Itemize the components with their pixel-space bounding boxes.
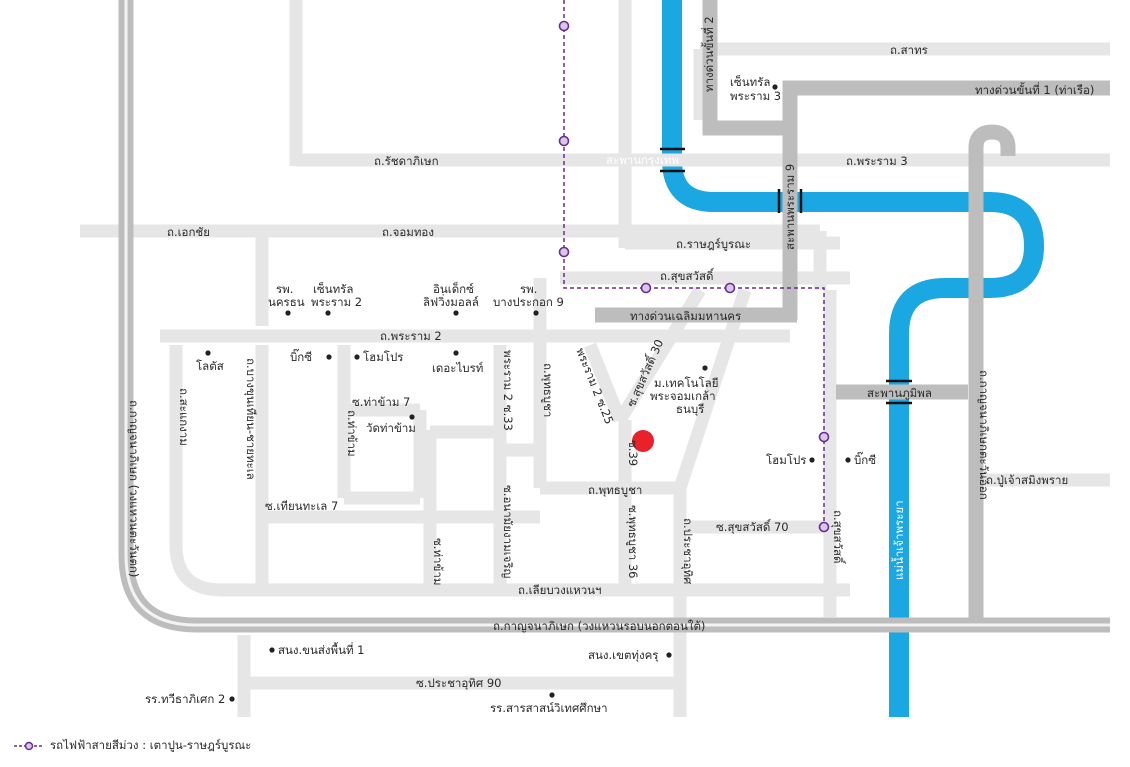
- place-homepro-w: โฮมโปร: [363, 350, 403, 364]
- place-hosp-nakhon-b: นครธน: [268, 295, 305, 309]
- expressways: [118, 0, 1110, 633]
- label-pracha-uthit: ถ.ประชาอุทิศ: [681, 518, 695, 585]
- place-central-rama2-b: พระราม 2: [311, 295, 362, 309]
- label-sathorn: ถ.สาทร: [890, 43, 928, 57]
- label-soi-anamai: ซ.อนามัยงามเจริญ: [501, 485, 515, 579]
- legend: รถไฟฟ้าสายสีม่วง : เตาปูน-ราษฎร์บูรณะ: [14, 737, 251, 755]
- poi-dots: [205, 84, 851, 702]
- label-ekkachai: ถ.เอกชัย: [167, 225, 210, 239]
- place-bigc-e: บิ๊กซี: [854, 451, 876, 467]
- place-transport-office: สนง.ขนส่งพื้นที่ 1: [278, 642, 365, 657]
- place-kmutt-c: ธนบุรี: [676, 402, 704, 416]
- label-soi-tha-kham: ซ.ท่าข้าม: [431, 538, 445, 585]
- label-rama2-soi33: พระราม 2 ซ.33: [501, 350, 515, 431]
- label-rama2: ถ.พระราม 2: [380, 329, 442, 343]
- place-bigc-w: บิ๊กซี: [290, 348, 312, 364]
- label-soi-suksawat70: ซ.สุขสวัสดิ์ 70: [716, 518, 789, 534]
- label-krungthep-bridge: สะพานกรุงเทพ: [606, 153, 679, 167]
- chao-phraya-river: [662, 0, 1045, 717]
- label-river: แม่น้ำเจ้าพระยา: [891, 500, 906, 580]
- place-school-thawee: รร.ทวีธาภิเศก 2: [145, 692, 225, 706]
- place-kmutt-a: ม.เทคโนโลยี: [654, 376, 718, 390]
- place-school-sarasas: รร.สารสาสน์วิเทศศึกษา: [490, 701, 608, 715]
- place-homepro-e: โฮมโปร: [766, 453, 806, 467]
- place-hosp-nakhon-a: รพ.: [276, 282, 293, 296]
- label-rama3: ถ.พระราม 3: [846, 154, 908, 168]
- label-rama9-bridge: สะพานพระราม 9: [783, 164, 797, 250]
- label-phutthabucha-v: ถ.พุทธบูชา: [541, 363, 555, 417]
- label-bangkhunthian: ถ.บางขุนเทียน-ชายทะเล: [244, 358, 258, 480]
- label-expressway1: ทางด่วนขั้นที่ 1 (ท่าเรือ): [975, 82, 1094, 97]
- place-central-rama3-a: เซ็นทรัล: [730, 74, 770, 89]
- place-index-a: อินเด็กซ์: [433, 281, 474, 296]
- place-hosp-bpk-b: บางประกอก 9: [493, 295, 564, 309]
- place-central-rama2-a: เซ็นทรัล: [313, 281, 353, 296]
- place-kmutt-b: พระจอมเกล้า: [650, 389, 716, 403]
- label-soi39: ซ.39: [626, 440, 640, 466]
- bridge-marks: [660, 147, 912, 405]
- place-hosp-bpk-a: รพ.: [520, 282, 537, 296]
- label-expressway2: ทางด่วนขั้นที่ 2: [701, 16, 716, 92]
- label-chalerm-expressway: ทางด่วนเฉลิมมหานคร: [630, 309, 741, 323]
- place-index-b: ลิฟวิ่งมอลล์: [423, 294, 479, 309]
- label-soi-thianthale-7: ซ.เทียนทะเล 7: [265, 499, 338, 513]
- label-kanchanaphisek-east: ถ.กาญจนาภิเษกตะวันออก: [977, 370, 991, 500]
- purple-line-legend-icon: [14, 741, 44, 751]
- label-kanchanaphisek-west: ถ.กาญจนาภิเษก (วงแหวนตะวันตก): [127, 400, 141, 577]
- label-samaekdam: ถ.สะแกงาม: [177, 388, 191, 446]
- label-suksawat-v: ถ.สุขสวัสดิ์: [831, 510, 847, 565]
- label-soi-tha-kham-7: ซ.ท่าข้าม 7: [352, 395, 410, 409]
- place-district-office: สนง.เขตทุ่งครุ: [588, 648, 658, 662]
- label-kanchanaphisek-south: ถ.กาญจนาภิเษก (วงแหวนรอบนอกตอนใต้): [493, 619, 705, 633]
- place-central-rama3-b: พระราม 3: [730, 89, 781, 103]
- label-chomthong: ถ.จอมทอง: [382, 225, 434, 239]
- place-thebright: เดอะไบรท์: [432, 361, 483, 375]
- label-liapwongwaen: ถ.เลียบวงแหวนฯ: [518, 583, 601, 597]
- label-suksawat: ถ.สุขสวัสดิ์: [660, 267, 715, 283]
- purple-line: [558, 0, 830, 533]
- legend-label: รถไฟฟ้าสายสีม่วง : เตาปูน-ราษฎร์บูรณะ: [50, 738, 252, 752]
- label-phutthabucha-h: ถ.พุทธบูชา: [588, 483, 642, 497]
- label-tha-kham: ถ.ท่าข้าม: [345, 410, 359, 457]
- place-lotus: โลตัส: [196, 359, 224, 373]
- label-ratchada: ถ.รัชดาภิเษก: [374, 154, 439, 168]
- local-roads: [80, 0, 1110, 717]
- place-wat-tha-kham: วัดท่าข้าม: [366, 421, 416, 435]
- label-soi-pracha-uthit90: ซ.ประชาอุทิศ 90: [416, 676, 501, 690]
- label-soi-phutthabucha36: ซ.พุทธบูชา 36: [626, 505, 640, 579]
- label-puchao: ถ.ปู่เจ้าสมิงพราย: [986, 473, 1068, 487]
- label-ratburana: ถ.ราษฎร์บูรณะ: [676, 237, 751, 251]
- location-marker: [632, 430, 654, 452]
- label-bhumibol-bridge: สะพานภูมิพล: [867, 386, 932, 400]
